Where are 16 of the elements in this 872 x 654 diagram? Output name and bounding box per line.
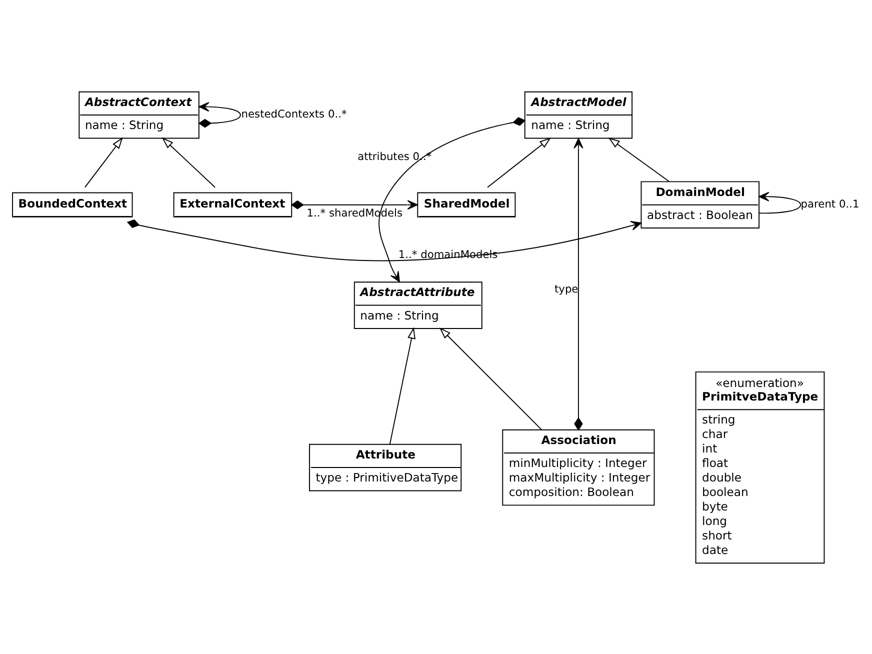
arrow xyxy=(389,326,416,444)
edge-label: 1..* domainModels xyxy=(398,247,498,260)
arrow xyxy=(126,218,642,261)
arrow xyxy=(487,137,551,188)
arrow xyxy=(84,136,123,188)
arrow xyxy=(439,327,542,430)
arrow xyxy=(162,136,216,188)
edge-label: parent 0..1 xyxy=(800,197,860,210)
arrow xyxy=(378,116,526,282)
arrow xyxy=(198,101,241,128)
arrow xyxy=(608,137,670,182)
arrow xyxy=(758,191,802,214)
arrow xyxy=(290,200,418,210)
edge-label: type xyxy=(554,282,578,296)
edge-label: nestedContexts 0..* xyxy=(241,107,347,120)
arrow xyxy=(574,138,584,430)
